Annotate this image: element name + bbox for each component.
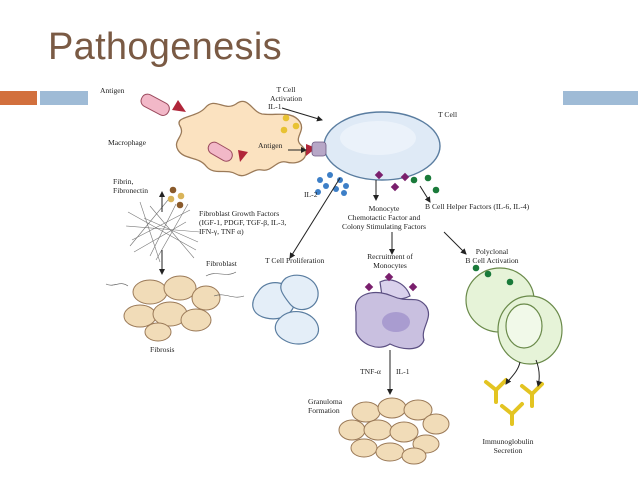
label-recruit-1: Recruitment of — [367, 252, 413, 261]
label-granuloma-2: Formation — [308, 406, 340, 415]
label-il2: IL-2 — [304, 190, 318, 199]
label-ig-1: Immunoglobulin — [482, 437, 533, 446]
label-monocyte-2: Chemotactic Factor and — [348, 213, 421, 222]
label-tcell: T Cell — [438, 110, 457, 119]
il2-dots — [315, 172, 349, 196]
bcell-helper-dots — [410, 174, 440, 194]
granuloma-cells — [338, 397, 450, 465]
antigen-icon — [140, 93, 170, 116]
label-bcell-helper: B Cell Helper Factors (IL-6, IL-4) — [425, 202, 530, 211]
label-tcell-prolif: T Cell Proliferation — [265, 256, 325, 265]
fibrosis-cells — [123, 275, 221, 342]
flow-arrows — [159, 107, 543, 395]
recruited-monocytes — [355, 279, 430, 350]
label-fibroblast: Fibroblast — [206, 259, 238, 268]
slide-title: Pathogenesis — [48, 26, 282, 68]
label-polyclonal-2: B Cell Activation — [465, 256, 518, 265]
label-antigen-top: Antigen — [100, 86, 125, 95]
label-antigen-inner: Antigen — [258, 141, 283, 150]
label-tnf: TNF-α — [360, 367, 381, 376]
label-tcell-activation-1: T Cell — [276, 85, 295, 94]
recruit-diamonds — [364, 272, 418, 292]
label-monocyte-1: Monocyte — [369, 204, 400, 213]
label-fgf-2: (IGF-1, PDGF, TGF-β, IL-3, — [199, 218, 286, 227]
label-monocyte-3: Colony Stimulating Factors — [342, 222, 426, 231]
label-fgf-1: Fibroblast Growth Factors — [199, 209, 279, 218]
label-granuloma-1: Granuloma — [308, 397, 343, 406]
il1-dots — [280, 114, 300, 134]
fibrin-mesh — [125, 199, 201, 263]
label-ig-2: Secretion — [494, 446, 523, 455]
antigen-arrowhead-icon — [172, 100, 186, 112]
proliferating-t-cells — [252, 274, 320, 345]
macrophage-cell — [175, 100, 307, 177]
label-polyclonal-1: Polyclonal — [476, 247, 508, 256]
monocyte-factor-diamonds — [374, 170, 410, 192]
polyclonal-dots — [472, 264, 514, 286]
fgf-dots — [167, 186, 185, 209]
immunoglobulin-icons — [484, 378, 544, 426]
label-il1-bottom: IL-1 — [396, 367, 410, 376]
label-il1: IL-1 — [268, 102, 282, 111]
accent-bar-left — [0, 91, 37, 105]
label-fgf-3: IFN-γ, TNF α) — [199, 227, 244, 236]
b-cells — [465, 267, 563, 365]
label-recruit-2: Monocytes — [373, 261, 407, 270]
label-fibrin-1: Fibrin, — [113, 177, 134, 186]
label-fibrosis: Fibrosis — [150, 345, 175, 354]
accent-bar-right — [563, 91, 638, 105]
label-tcell-activation-2: Activation — [270, 94, 302, 103]
accent-bar-left-blue — [40, 91, 88, 105]
label-macrophage: Macrophage — [108, 138, 147, 147]
label-fibrin-2: Fibronectin — [113, 186, 148, 195]
